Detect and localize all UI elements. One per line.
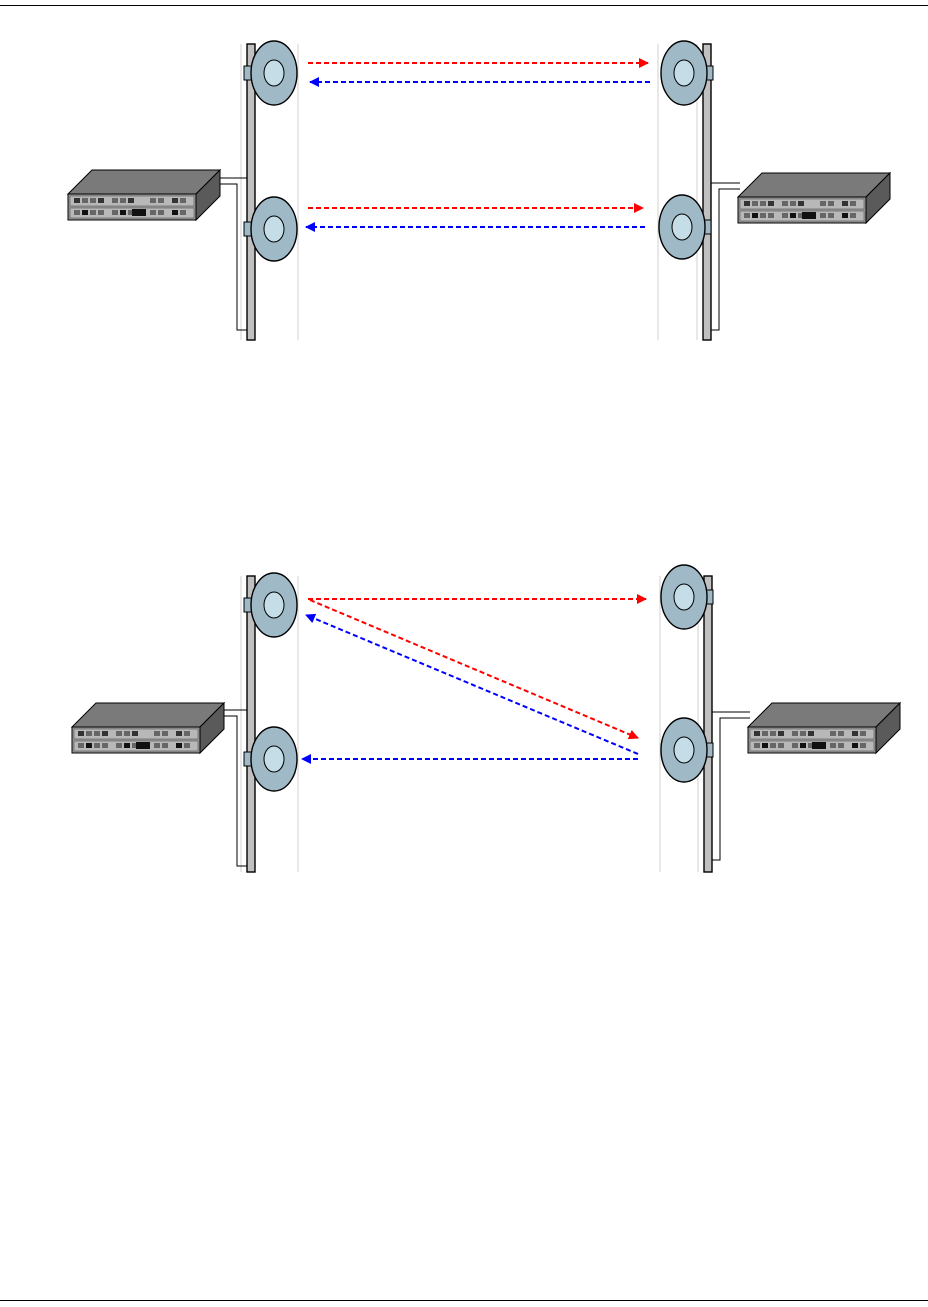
right-cabling — [712, 712, 750, 860]
right-server — [738, 173, 890, 223]
left-cabling — [224, 710, 247, 866]
footer-rule — [0, 1300, 928, 1301]
left-server — [68, 170, 220, 220]
header-rule — [0, 5, 928, 6]
tx-link-arrow — [310, 600, 638, 738]
rx-link-arrow — [306, 615, 638, 754]
cross-link-diagram — [0, 560, 928, 880]
left-server — [72, 703, 224, 753]
right-cabling — [711, 183, 740, 330]
parallel-link-diagram — [0, 30, 928, 350]
left-cabling — [220, 178, 247, 330]
right-server — [748, 703, 900, 753]
